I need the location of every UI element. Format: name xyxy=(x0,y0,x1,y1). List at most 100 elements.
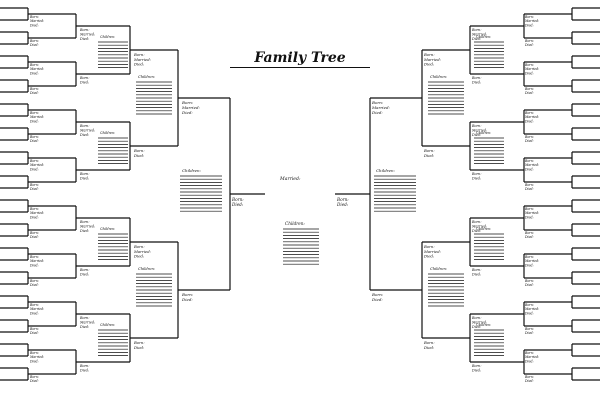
married-label: Married: xyxy=(524,115,539,119)
born-label: Born: xyxy=(423,244,435,249)
married-label: Married: xyxy=(471,224,487,228)
died-label: Died: xyxy=(524,359,534,363)
children-label: Children: xyxy=(476,131,491,135)
born-label: Born: xyxy=(423,52,435,57)
children-label: Children: xyxy=(138,75,155,79)
died-label: Died: xyxy=(471,176,481,180)
married-label: Married: xyxy=(79,224,95,228)
died-label: Died: xyxy=(181,297,193,302)
died-label: Died: xyxy=(79,325,89,329)
born-label: Born: xyxy=(79,316,89,320)
died-label: Died: xyxy=(29,379,39,383)
married-label: Married: xyxy=(29,19,44,23)
died-label: Died: xyxy=(181,110,193,115)
married-label: Married: xyxy=(524,67,539,71)
born-label: Born: xyxy=(29,135,39,139)
died-label: Died: xyxy=(524,263,534,267)
born-label: Born: xyxy=(29,15,39,19)
died-label: Died: xyxy=(524,187,534,191)
children-label: Children: xyxy=(430,267,447,271)
died-label: Died: xyxy=(524,167,534,171)
born-label: Born: xyxy=(524,207,534,211)
died-label: Died: xyxy=(423,62,435,67)
died-label: Died: xyxy=(471,229,481,233)
born-label: Born: xyxy=(29,183,39,187)
born-label: Born: xyxy=(524,183,534,187)
died-label: Died: xyxy=(29,119,39,123)
married-label: Married: xyxy=(29,307,44,311)
died-label: Died: xyxy=(524,43,534,47)
married-label: Married: xyxy=(29,67,44,71)
children-label: Children: xyxy=(100,35,115,39)
center-married-label: Married: xyxy=(279,176,301,182)
married-label: Married: xyxy=(79,32,95,36)
born-label: Born: xyxy=(524,303,534,307)
born-label: Born: xyxy=(336,197,349,202)
born-label: Born: xyxy=(423,148,435,153)
married-label: Married: xyxy=(29,211,44,215)
born-label: Born: xyxy=(29,327,39,331)
died-label: Died: xyxy=(29,263,39,267)
born-label: Born: xyxy=(133,340,145,345)
died-label: Died: xyxy=(29,43,39,47)
born-label: Born: xyxy=(29,39,39,43)
died-label: Died: xyxy=(29,311,39,315)
married-label: Married: xyxy=(524,163,539,167)
married-label: Married: xyxy=(29,163,44,167)
born-label: Born: xyxy=(524,351,534,355)
died-label: Died: xyxy=(29,187,39,191)
born-label: Born: xyxy=(371,292,384,297)
died-label: Died: xyxy=(29,215,39,219)
born-label: Born: xyxy=(181,292,194,297)
born-label: Born: xyxy=(79,268,89,272)
died-label: Died: xyxy=(79,229,89,233)
died-label: Died: xyxy=(524,235,534,239)
born-label: Born: xyxy=(29,351,39,355)
died-label: Died: xyxy=(79,80,89,84)
born-label: Born: xyxy=(29,63,39,67)
born-label: Born: xyxy=(524,231,534,235)
died-label: Died: xyxy=(524,139,534,143)
died-label: Died: xyxy=(423,254,435,259)
died-label: Died: xyxy=(133,345,145,350)
born-label: Born: xyxy=(471,316,481,320)
died-label: Died: xyxy=(524,215,534,219)
married-label: Married: xyxy=(133,57,152,62)
died-label: Died: xyxy=(371,110,383,115)
born-label: Born: xyxy=(29,303,39,307)
married-label: Married: xyxy=(524,19,539,23)
died-label: Died: xyxy=(471,368,481,372)
born-label: Born: xyxy=(524,279,534,283)
married-label: Married: xyxy=(471,128,487,132)
born-label: Born: xyxy=(29,87,39,91)
children-label: Children: xyxy=(376,168,396,173)
married-label: Married: xyxy=(29,355,44,359)
children-label: Children: xyxy=(476,323,491,327)
born-label: Born: xyxy=(79,124,89,128)
born-label: Born: xyxy=(181,100,194,105)
married-label: Married: xyxy=(133,249,152,254)
born-label: Born: xyxy=(29,207,39,211)
married-label: Married: xyxy=(471,32,487,36)
born-label: Born: xyxy=(524,39,534,43)
married-label: Married: xyxy=(423,57,442,62)
children-label: Children: xyxy=(182,168,202,173)
died-label: Died: xyxy=(423,153,435,158)
died-label: Died: xyxy=(79,272,89,276)
children-label: Children: xyxy=(476,227,491,231)
died-label: Died: xyxy=(29,331,39,335)
died-label: Died: xyxy=(524,379,534,383)
died-label: Died: xyxy=(524,331,534,335)
married-label: Married: xyxy=(181,105,201,110)
died-label: Died: xyxy=(524,311,534,315)
died-label: Died: xyxy=(79,176,89,180)
born-label: Born: xyxy=(524,159,534,163)
born-label: Born: xyxy=(524,87,534,91)
born-label: Born: xyxy=(524,63,534,67)
born-label: Born: xyxy=(524,375,534,379)
born-label: Born: xyxy=(524,327,534,331)
married-label: Married: xyxy=(524,307,539,311)
married-label: Married: xyxy=(371,105,391,110)
married-label: Married: xyxy=(423,249,442,254)
married-label: Married: xyxy=(471,320,487,324)
